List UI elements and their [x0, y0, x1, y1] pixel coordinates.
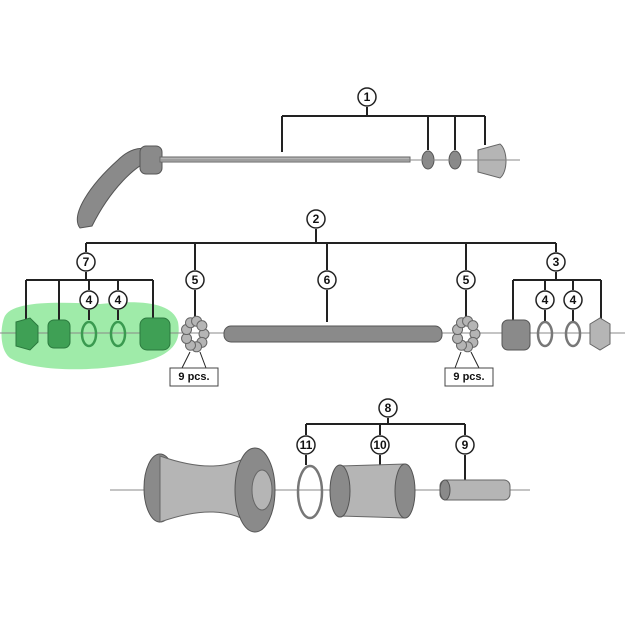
callout-c7: 7 — [76, 252, 96, 272]
callout-c8: 8 — [378, 398, 398, 418]
callout-c4c: 4 — [535, 290, 555, 310]
callout-c11: 11 — [296, 435, 316, 455]
quantity-label-left: 9 pcs. — [169, 367, 219, 387]
callout-c6: 6 — [317, 270, 337, 290]
callout-number: 6 — [324, 273, 331, 287]
svg-text:9 pcs.: 9 pcs. — [453, 371, 484, 383]
cone-locknut-set-left — [15, 317, 171, 351]
leader-lines-8 — [305, 418, 466, 480]
callout-number: 3 — [553, 255, 560, 269]
highlight-region — [1, 302, 179, 370]
axle-sleeve — [439, 479, 511, 501]
callout-c4d: 4 — [563, 290, 583, 310]
callout-number: 1 — [364, 90, 371, 104]
callout-number: 5 — [192, 273, 199, 287]
callout-number: 11 — [300, 438, 313, 452]
callout-c4a: 4 — [79, 290, 99, 310]
callout-number: 8 — [385, 401, 392, 415]
callout-number: 4 — [115, 293, 122, 307]
quick-release-skewer — [76, 107, 520, 229]
callout-c9: 9 — [455, 435, 475, 455]
callout-number: 5 — [463, 273, 470, 287]
callout-number: 2 — [313, 212, 320, 226]
callout-c5b: 5 — [456, 270, 476, 290]
cone-locknut-set-right — [501, 317, 611, 351]
callout-number: 9 — [462, 438, 469, 452]
hub-axle — [223, 325, 443, 343]
quantity-label-right: 9 pcs. — [444, 367, 494, 387]
callout-number: 4 — [86, 293, 93, 307]
callout-c1: 1 — [357, 87, 377, 107]
leader-lines-2 — [25, 229, 602, 322]
bearing-balls-right — [452, 315, 481, 353]
callout-number: 7 — [83, 255, 90, 269]
callout-c10: 10 — [370, 435, 390, 455]
callout-c5a: 5 — [185, 270, 205, 290]
bearing-balls-left — [181, 315, 210, 353]
callout-number: 10 — [373, 438, 387, 452]
hub-shell — [143, 447, 276, 533]
freehub-body — [329, 463, 416, 519]
bearing-ball — [196, 320, 208, 332]
svg-text:9 pcs.: 9 pcs. — [178, 371, 209, 383]
callout-c3: 3 — [546, 252, 566, 272]
bearing-ball — [467, 320, 479, 332]
callout-c2: 2 — [306, 209, 326, 229]
spacer-ring — [296, 464, 324, 520]
callout-c4b: 4 — [108, 290, 128, 310]
callout-number: 4 — [542, 293, 549, 307]
callout-number: 4 — [570, 293, 577, 307]
